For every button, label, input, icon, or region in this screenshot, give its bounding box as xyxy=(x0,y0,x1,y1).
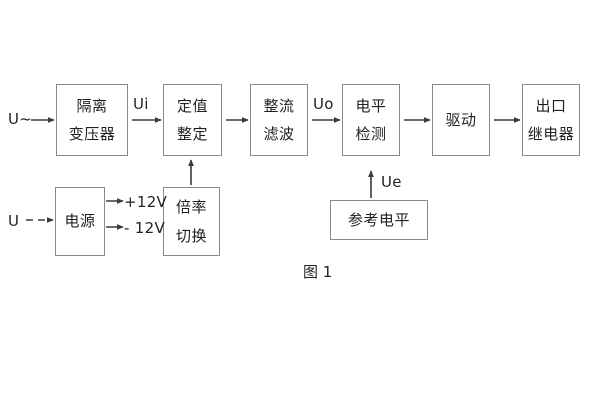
block-rectify-filter[interactable]: 整流 滤波 xyxy=(250,84,308,156)
block-level-detection[interactable]: 电平 检测 xyxy=(342,84,400,156)
block-isolation-transformer[interactable]: 隔离 变压器 xyxy=(56,84,128,156)
block-output-relay-line-2: 继电器 xyxy=(527,125,575,143)
label-supply-pos12v: +12V xyxy=(124,193,168,211)
block-power-supply[interactable]: 电源 xyxy=(55,187,105,256)
block-drive[interactable]: 驱动 xyxy=(432,84,490,156)
label-signal-ui: Ui xyxy=(133,95,149,113)
block-multiplier-switch[interactable]: 倍率 切换 xyxy=(163,187,220,256)
block-output-relay[interactable]: 出口 继电器 xyxy=(522,84,580,156)
block-reference-level[interactable]: 参考电平 xyxy=(330,200,428,240)
block-rectify-filter-line-1: 整流 xyxy=(263,96,295,115)
block-power-supply-line-1: 电源 xyxy=(64,212,96,231)
block-drive-line-1: 驱动 xyxy=(445,110,477,129)
block-isolation-transformer-line-1: 隔离 xyxy=(76,96,108,115)
label-input-dc: U xyxy=(8,212,20,230)
block-output-relay-line-1: 出口 xyxy=(535,96,567,115)
block-multiplier-switch-line-1: 倍率 xyxy=(175,198,207,216)
label-signal-uo: Uo xyxy=(313,95,334,113)
block-setpoint-setting-line-2: 整定 xyxy=(176,125,208,143)
label-supply-neg12v: - 12V xyxy=(124,219,166,237)
block-rectify-filter-line-2: 滤波 xyxy=(263,125,295,143)
figure-caption: 图 1 xyxy=(303,263,333,281)
block-reference-level-line-1: 参考电平 xyxy=(347,211,410,229)
block-setpoint-setting[interactable]: 定值 整定 xyxy=(163,84,222,156)
block-level-detection-line-2: 检测 xyxy=(355,125,387,143)
label-input-ac: U~ xyxy=(8,110,33,128)
label-signal-ue: Ue xyxy=(381,173,402,191)
block-setpoint-setting-line-1: 定值 xyxy=(176,96,208,115)
block-level-detection-line-1: 电平 xyxy=(355,96,387,115)
block-multiplier-switch-line-2: 切换 xyxy=(175,226,207,245)
block-isolation-transformer-line-2: 变压器 xyxy=(68,125,116,143)
